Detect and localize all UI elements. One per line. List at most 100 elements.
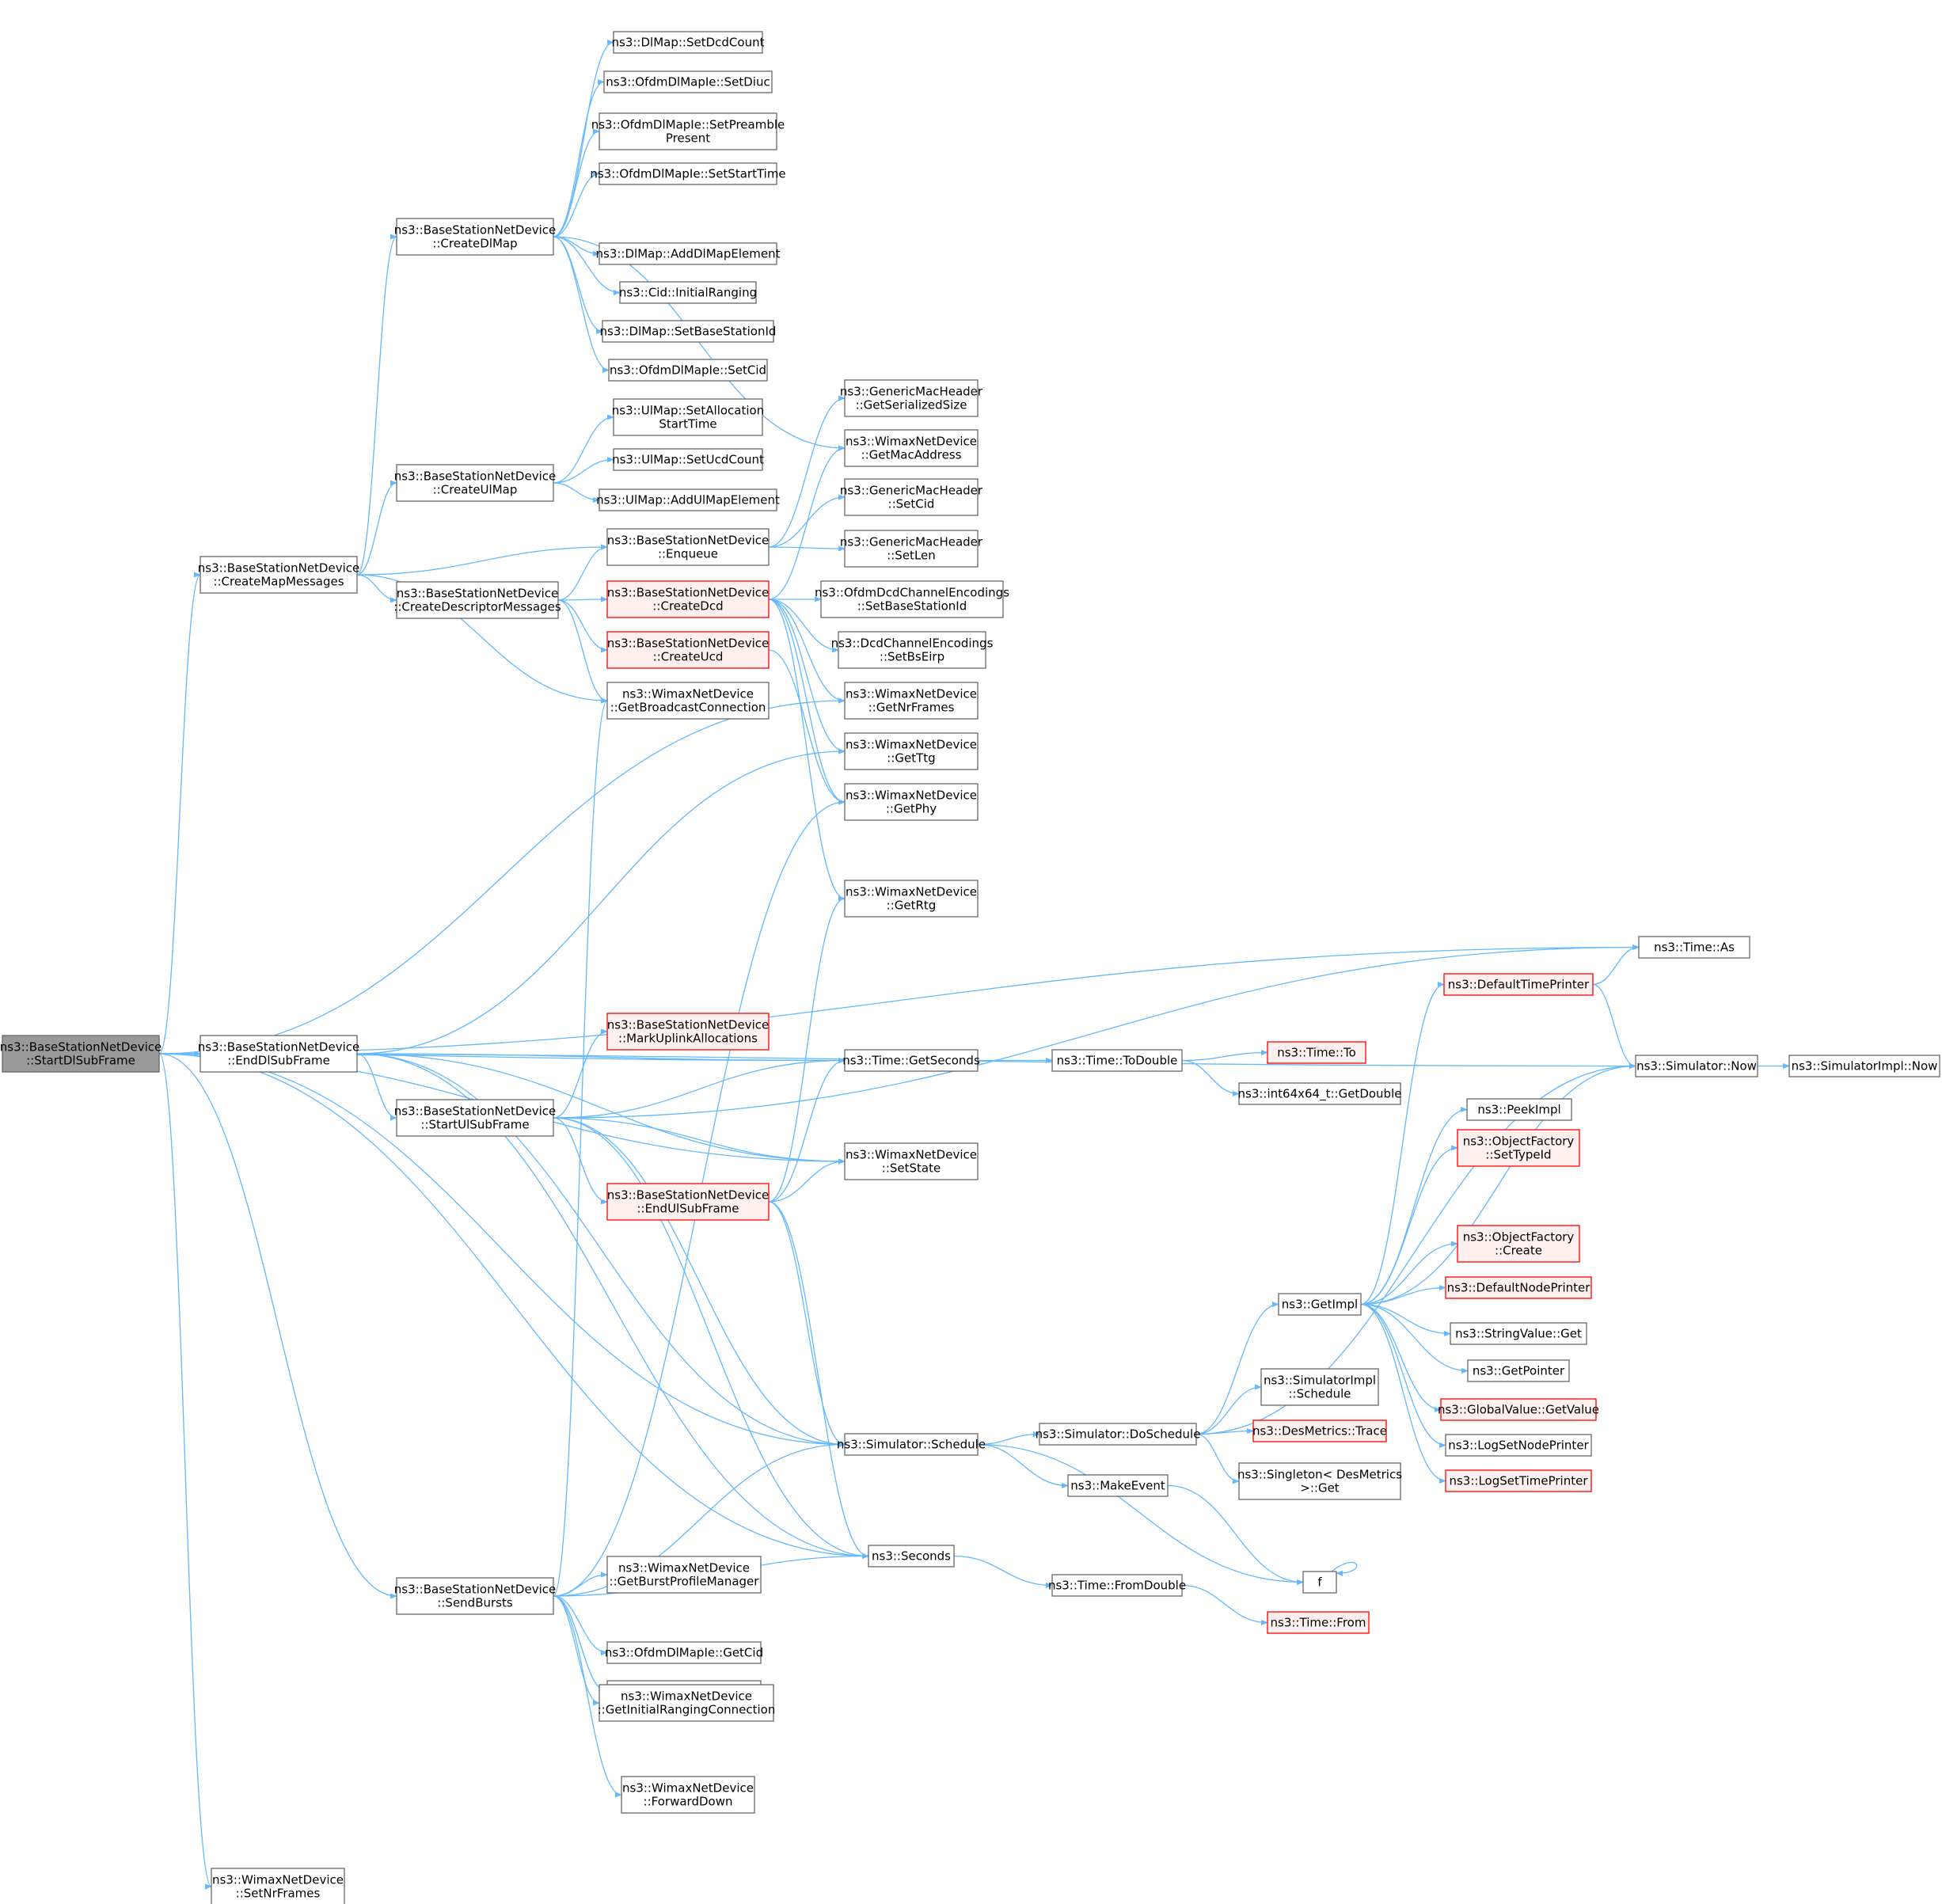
node-defTimePrinter[interactable]: ns3::DefaultTimePrinter [1443, 973, 1594, 996]
node-startUl[interactable]: ns3::BaseStationNetDevice::StartUlSubFra… [394, 1099, 556, 1137]
node-dlGetCid[interactable]: ns3::OfdmDlMapIe::GetCid [605, 1641, 763, 1664]
node-getSeconds[interactable]: ns3::Time::GetSeconds [842, 1049, 980, 1072]
node-label: ns3::WimaxNetDevice [846, 789, 977, 803]
node-label: ns3::WimaxNetDevice [846, 1148, 977, 1162]
node-setBsId[interactable]: ns3::DlMap::SetBaseStationId [600, 320, 777, 343]
node-label: ::SetTypeId [1485, 1148, 1551, 1162]
node-getRtg[interactable]: ns3::WimaxNetDevice::GetRtg [844, 880, 979, 918]
node-fwdDown[interactable]: ns3::WimaxNetDevice::ForwardDown [621, 1776, 755, 1814]
node-box [820, 580, 1004, 618]
node-label: ns3::WimaxNetDevice [846, 885, 977, 899]
node-label: ns3::Simulator::Now [1636, 1059, 1757, 1074]
node-createUcd[interactable]: ns3::BaseStationNetDevice::CreateUcd [606, 631, 770, 669]
node-createMap[interactable]: ns3::BaseStationNetDevice::CreateMapMess… [198, 556, 359, 594]
node-label: ::CreateDcd [652, 599, 723, 614]
node-setStartTime[interactable]: ns3::OfdmDlMapIe::SetStartTime [590, 162, 786, 185]
node-getNrFrames[interactable]: ns3::WimaxNetDevice::GetNrFrames [844, 682, 979, 720]
node-timeAs[interactable]: ns3::Time::As [1638, 936, 1750, 959]
node-ulSetUcd[interactable]: ns3::UlMap::SetUcdCount [612, 448, 764, 471]
node-sendBursts[interactable]: ns3::BaseStationNetDevice::SendBursts [394, 1577, 556, 1615]
node-getMac[interactable]: ns3::WimaxNetDevice::GetMacAddress [844, 429, 979, 467]
node-label: ns3::BaseStationNetDevice [607, 586, 769, 600]
node-doSchedule[interactable]: ns3::Simulator::DoSchedule [1036, 1423, 1201, 1446]
call-edge-root-to-createMap [158, 572, 201, 1055]
node-ulAddElem[interactable]: ns3::UlMap::AddUlMapElement [596, 488, 780, 511]
node-gvGetValue[interactable]: ns3::GlobalValue::GetValue [1438, 1398, 1599, 1421]
node-label: ns3::Time::As [1654, 941, 1735, 955]
node-singletonGet[interactable]: ns3::Singleton< DesMetrics>::Get [1237, 1462, 1402, 1500]
node-endUl[interactable]: ns3::BaseStationNetDevice::EndUlSubFrame [606, 1183, 770, 1221]
node-i64GetDouble[interactable]: ns3::int64x64_t::GetDouble [1238, 1082, 1402, 1105]
node-ofCreate[interactable]: ns3::ObjectFactory::Create [1457, 1225, 1580, 1263]
node-markUl[interactable]: ns3::BaseStationNetDevice::MarkUplinkAll… [606, 1013, 770, 1051]
node-getPhy[interactable]: ns3::WimaxNetDevice::GetPhy [844, 783, 979, 821]
node-label: ::GetPhy [886, 802, 937, 816]
node-ofdmDcdSetBs[interactable]: ns3::OfdmDcdChannelEncodings::SetBaseSta… [815, 580, 1009, 618]
node-box [599, 162, 777, 185]
node-createDlMap[interactable]: ns3::BaseStationNetDevice::CreateDlMap [394, 218, 556, 256]
node-timeFrom[interactable]: ns3::Time::From [1267, 1611, 1370, 1634]
node-getBcast[interactable]: ns3::WimaxNetDevice::GetBroadcastConnect… [606, 682, 770, 720]
node-setState[interactable]: ns3::WimaxNetDevice::SetState [844, 1142, 979, 1180]
call-edge-fromDouble-to-timeFrom [1181, 1584, 1268, 1626]
node-addDlElem[interactable]: ns3::DlMap::AddDlMapElement [596, 242, 781, 265]
node-label: ::GetTtg [887, 751, 935, 766]
node-timeTo[interactable]: ns3::Time::To [1267, 1041, 1366, 1064]
node-setDiuc[interactable]: ns3::OfdmDlMapIe::SetDiuc [603, 70, 773, 93]
node-getImpl[interactable]: ns3::GetImpl [1278, 1293, 1362, 1316]
node-peekImpl[interactable]: ns3::PeekImpl [1466, 1098, 1572, 1121]
node-seconds[interactable]: ns3::Seconds [868, 1545, 955, 1568]
node-getPointer[interactable]: ns3::GetPointer [1467, 1359, 1570, 1382]
node-initRanging[interactable]: ns3::Cid::InitialRanging [619, 281, 757, 304]
node-logSetNode[interactable]: ns3::LogSetNodePrinter [1445, 1434, 1592, 1457]
node-box [606, 682, 770, 720]
node-getTtg[interactable]: ns3::WimaxNetDevice::GetTtg [844, 732, 979, 770]
call-edge-sendBursts-to-schedule [553, 1441, 846, 1597]
call-edge-sendBursts-to-getInitRang [553, 1595, 600, 1706]
node-label: ns3::Time::ToDouble [1057, 1054, 1178, 1068]
node-schedule[interactable]: ns3::Simulator::Schedule [837, 1433, 986, 1456]
node-implSchedule[interactable]: ns3::SimulatorImpl::Schedule [1260, 1368, 1379, 1406]
node-logSetTime[interactable]: ns3::LogSetTimePrinter [1445, 1469, 1592, 1492]
node-strValGet[interactable]: ns3::StringValue::Get [1450, 1322, 1587, 1345]
node-getBurstProf[interactable]: ns3::WimaxNetDevice::GetBurstProfileMana… [606, 1556, 762, 1594]
node-dlSetCid[interactable]: ns3::OfdmDlMapIe::SetCid [608, 359, 768, 382]
node-f[interactable]: f [1302, 1571, 1337, 1594]
node-box [1788, 1055, 1940, 1077]
node-defNodePrinter[interactable]: ns3::DefaultNodePrinter [1445, 1276, 1592, 1299]
node-ofSetTypeId[interactable]: ns3::ObjectFactory::SetTypeId [1457, 1129, 1580, 1167]
node-gmhSetLen[interactable]: ns3::GenericMacHeader::SetLen [840, 530, 983, 568]
node-toDouble[interactable]: ns3::Time::ToDouble [1051, 1049, 1183, 1072]
call-edge-createDcd-to-getRtg [768, 599, 846, 902]
node-enqueue[interactable]: ns3::BaseStationNetDevice::Enqueue [606, 528, 770, 566]
node-gmhSerSize[interactable]: ns3::GenericMacHeader::GetSerializedSize [840, 379, 983, 417]
node-label: ::SetNrFrames [236, 1887, 321, 1901]
node-endDl[interactable]: ns3::BaseStationNetDevice::EndDlSubFrame [198, 1035, 359, 1073]
node-makeEvent[interactable]: ns3::MakeEvent [1067, 1474, 1169, 1497]
node-simNow[interactable]: ns3::Simulator::Now [1635, 1055, 1758, 1077]
node-fromDouble[interactable]: ns3::Time::FromDouble [1048, 1574, 1186, 1597]
node-gmhSetCid[interactable]: ns3::GenericMacHeader::SetCid [840, 478, 983, 516]
node-createUlMap[interactable]: ns3::BaseStationNetDevice::CreateUlMap [394, 464, 556, 502]
node-label: ns3::BaseStationNetDevice [607, 534, 769, 548]
node-implNow[interactable]: ns3::SimulatorImpl::Now [1788, 1055, 1940, 1077]
node-setNrFrames[interactable]: ns3::WimaxNetDevice::SetNrFrames [211, 1868, 345, 1904]
node-label: ns3::BaseStationNetDevice [607, 637, 769, 651]
node-getInitRang[interactable]: ns3::WimaxNetDevice::GetInitialRangingCo… [598, 1684, 776, 1722]
node-dlSetDcd[interactable]: ns3::DlMap::SetDcdCount [612, 31, 765, 54]
node-box [1445, 1434, 1592, 1457]
call-edge-createMap-to-createDesc [356, 574, 397, 603]
node-desTrace[interactable]: ns3::DesMetrics::Trace [1252, 1419, 1387, 1442]
node-createDesc[interactable]: ns3::BaseStationNetDevice::CreateDescrip… [393, 581, 561, 619]
call-edge-startUl-to-getSeconds [553, 1057, 846, 1119]
node-dcdSetEirp[interactable]: ns3::DcdChannelEncodings::SetBsEirp [831, 631, 994, 669]
call-edge-doSchedule-to-getImpl [1195, 1301, 1279, 1435]
node-label: ns3::Simulator::DoSchedule [1036, 1427, 1201, 1442]
node-createDcd[interactable]: ns3::BaseStationNetDevice::CreateDcd [606, 580, 770, 618]
node-box [599, 1684, 774, 1722]
node-root[interactable]: ns3::BaseStationNetDevice::StartDlSubFra… [0, 1035, 162, 1073]
call-edge-getImpl-to-strValGet [1360, 1303, 1451, 1337]
node-box [844, 530, 979, 568]
